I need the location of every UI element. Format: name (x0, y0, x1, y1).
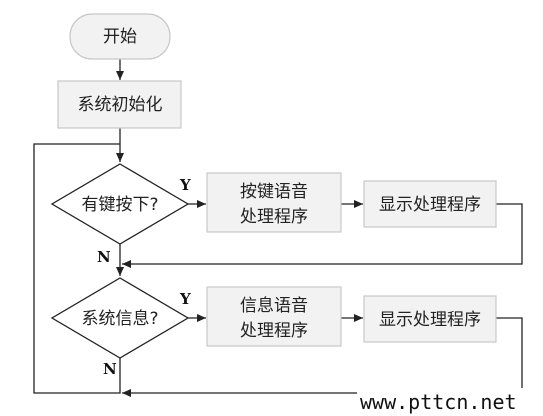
edge-display1-return (122, 203, 523, 268)
no-label-2: N (103, 360, 117, 378)
watermark: www.pttcn.net (357, 388, 543, 416)
display-process-1-node: 显示处理程序 (363, 180, 497, 228)
yes-label-2: Y (179, 290, 191, 308)
init-shape (57, 80, 182, 129)
display-process-2-shape (363, 295, 497, 343)
start-node: 开始 (69, 13, 171, 60)
key-voice-process-shape (206, 172, 342, 233)
display-process-1-label: 显示处理程序 (379, 195, 481, 215)
decision-key-node: 有键按下? (50, 163, 190, 245)
display-process-2-node: 显示处理程序 (363, 295, 497, 343)
display-process-2-label: 显示处理程序 (379, 310, 481, 330)
decision-info-node: 系统信息? (50, 277, 190, 359)
connector-lines (33, 59, 523, 397)
key-voice-process-line2: 处理程序 (240, 207, 308, 227)
info-voice-process-line2: 处理程序 (240, 321, 308, 341)
edge-decision2-no-loop (33, 143, 121, 394)
info-voice-process-shape (206, 286, 342, 347)
edge-display2-return (122, 317, 523, 397)
info-voice-process-line1: 信息语音 (240, 296, 308, 316)
watermark-background (357, 388, 543, 416)
start-label: 开始 (103, 27, 137, 47)
watermark-text: www.pttcn.net (360, 390, 517, 414)
init-label: 系统初始化 (78, 95, 163, 115)
key-voice-process-line1: 按键语音 (240, 182, 308, 202)
key-voice-process-node: 按键语音 处理程序 (206, 172, 342, 233)
yes-label-1: Y (179, 176, 191, 194)
display-process-1-shape (363, 180, 497, 228)
no-label-1: N (97, 248, 111, 266)
info-voice-process-node: 信息语音 处理程序 (206, 286, 342, 347)
start-shape (69, 13, 171, 60)
init-node: 系统初始化 (57, 80, 182, 129)
decision-info-label: 系统信息? (81, 309, 158, 329)
decision-info-shape (50, 277, 190, 359)
decision-key-shape (50, 163, 190, 245)
decision-key-label: 有键按下? (81, 195, 158, 215)
